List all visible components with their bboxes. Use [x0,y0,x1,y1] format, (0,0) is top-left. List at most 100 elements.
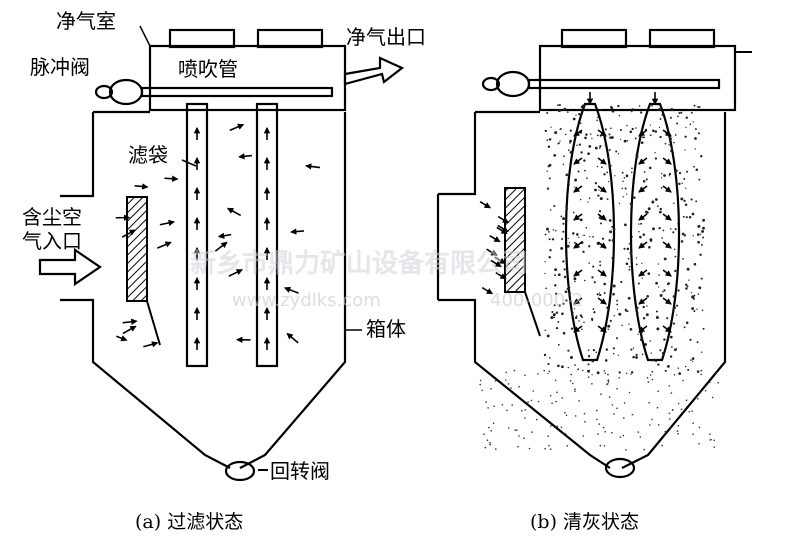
dust-dot [599,261,601,263]
dust-dot [554,274,556,276]
dust-dot [635,137,637,139]
dust-dot [652,129,655,132]
dust-dot [505,379,507,381]
dust-dot [669,137,672,140]
dust-dot [638,223,639,224]
dust-dot [591,374,592,375]
dust-dot [601,166,603,168]
dust-dot [648,207,651,210]
dust-dot [620,281,622,283]
dust-dot [502,404,504,406]
dust-dot [591,138,592,139]
dust-dot [643,137,645,139]
dust-dot [626,263,629,266]
dust-dot [626,373,628,375]
pulse-arrow [574,270,582,276]
dust-dot [495,448,497,450]
airflow-arrow [123,321,137,323]
dust-dot [686,117,688,119]
dust-dot [584,421,586,423]
dust-dot [557,426,559,428]
dust-dot [626,194,627,195]
dust-dot [696,309,697,310]
dust-dot [560,247,563,250]
pulse-arrow [663,158,671,164]
outlet-arrow [345,58,402,84]
dust-dot [600,445,602,447]
dust-dot [691,198,693,200]
dust-dot [608,328,610,330]
dust-dot [553,154,556,157]
dust-dot [489,444,491,446]
dust-dot [545,329,547,331]
dust-dot [591,276,593,278]
dust-dot [537,373,539,375]
dust-dot [608,239,610,241]
label-clean-chamber: 净气室 [56,9,116,33]
dust-dot [681,409,683,411]
dust-dot [671,108,674,111]
dust-dot [691,112,693,114]
pulse-arrow [663,270,671,276]
dust-dot [665,370,667,372]
dust-dot [572,232,575,235]
dust-dot [588,355,590,357]
dust-dot [488,427,490,429]
dust-dot [596,419,598,421]
dust-dot [581,106,583,108]
dust-dot [692,357,695,360]
dust-dot [670,228,672,230]
dust-dot [576,315,578,317]
dust-dot [663,174,666,177]
dust-dot [663,338,665,340]
dust-dot [662,291,663,292]
dust-dot [672,231,674,233]
dust-dot [673,323,675,325]
dust-dot [563,155,565,157]
dust-dot [531,431,533,433]
dust-dot [694,137,697,140]
dust-dot [524,375,526,377]
dust-dot [600,222,602,224]
dust-dot [669,173,671,175]
dust-dot [687,369,689,371]
dust-dot [626,175,629,178]
dust-dot [620,139,621,140]
dust-dot [609,230,612,233]
dust-dot [685,127,686,128]
dust-dot [565,174,567,176]
dust-dot [653,360,655,362]
dust-dot [678,425,680,427]
dust-dot [651,201,654,204]
dust-dot [508,427,510,429]
watermark-phone: 400-000-2 [490,290,583,311]
dust-dot [684,150,685,151]
dust-dot [568,238,569,239]
dust-dot [612,404,614,406]
dust-dot [624,402,626,404]
dust-dot [699,106,701,108]
dust-dot [548,231,550,233]
dust-dot [616,408,618,410]
dust-dot [562,231,564,233]
dust-dot [544,354,546,356]
dust-dot [571,312,574,315]
dust-dot [603,173,605,175]
dust-dot [620,436,622,438]
dust-dot [592,360,594,362]
dust-dot [677,223,678,224]
dust-dot [550,316,553,319]
dust-dot [683,216,685,218]
dust-dot [556,392,558,394]
dust-dot [557,321,559,323]
dust-dot [582,370,584,372]
label-inlet-line2: 气入口 [22,229,82,253]
dust-dot [658,286,659,287]
dust-dot [682,380,684,382]
dust-dot [588,262,589,263]
dust-dot [685,188,686,189]
dust-dot [603,427,605,429]
dust-dot [493,422,495,424]
dust-dot [662,352,665,355]
dust-dot [546,228,549,231]
